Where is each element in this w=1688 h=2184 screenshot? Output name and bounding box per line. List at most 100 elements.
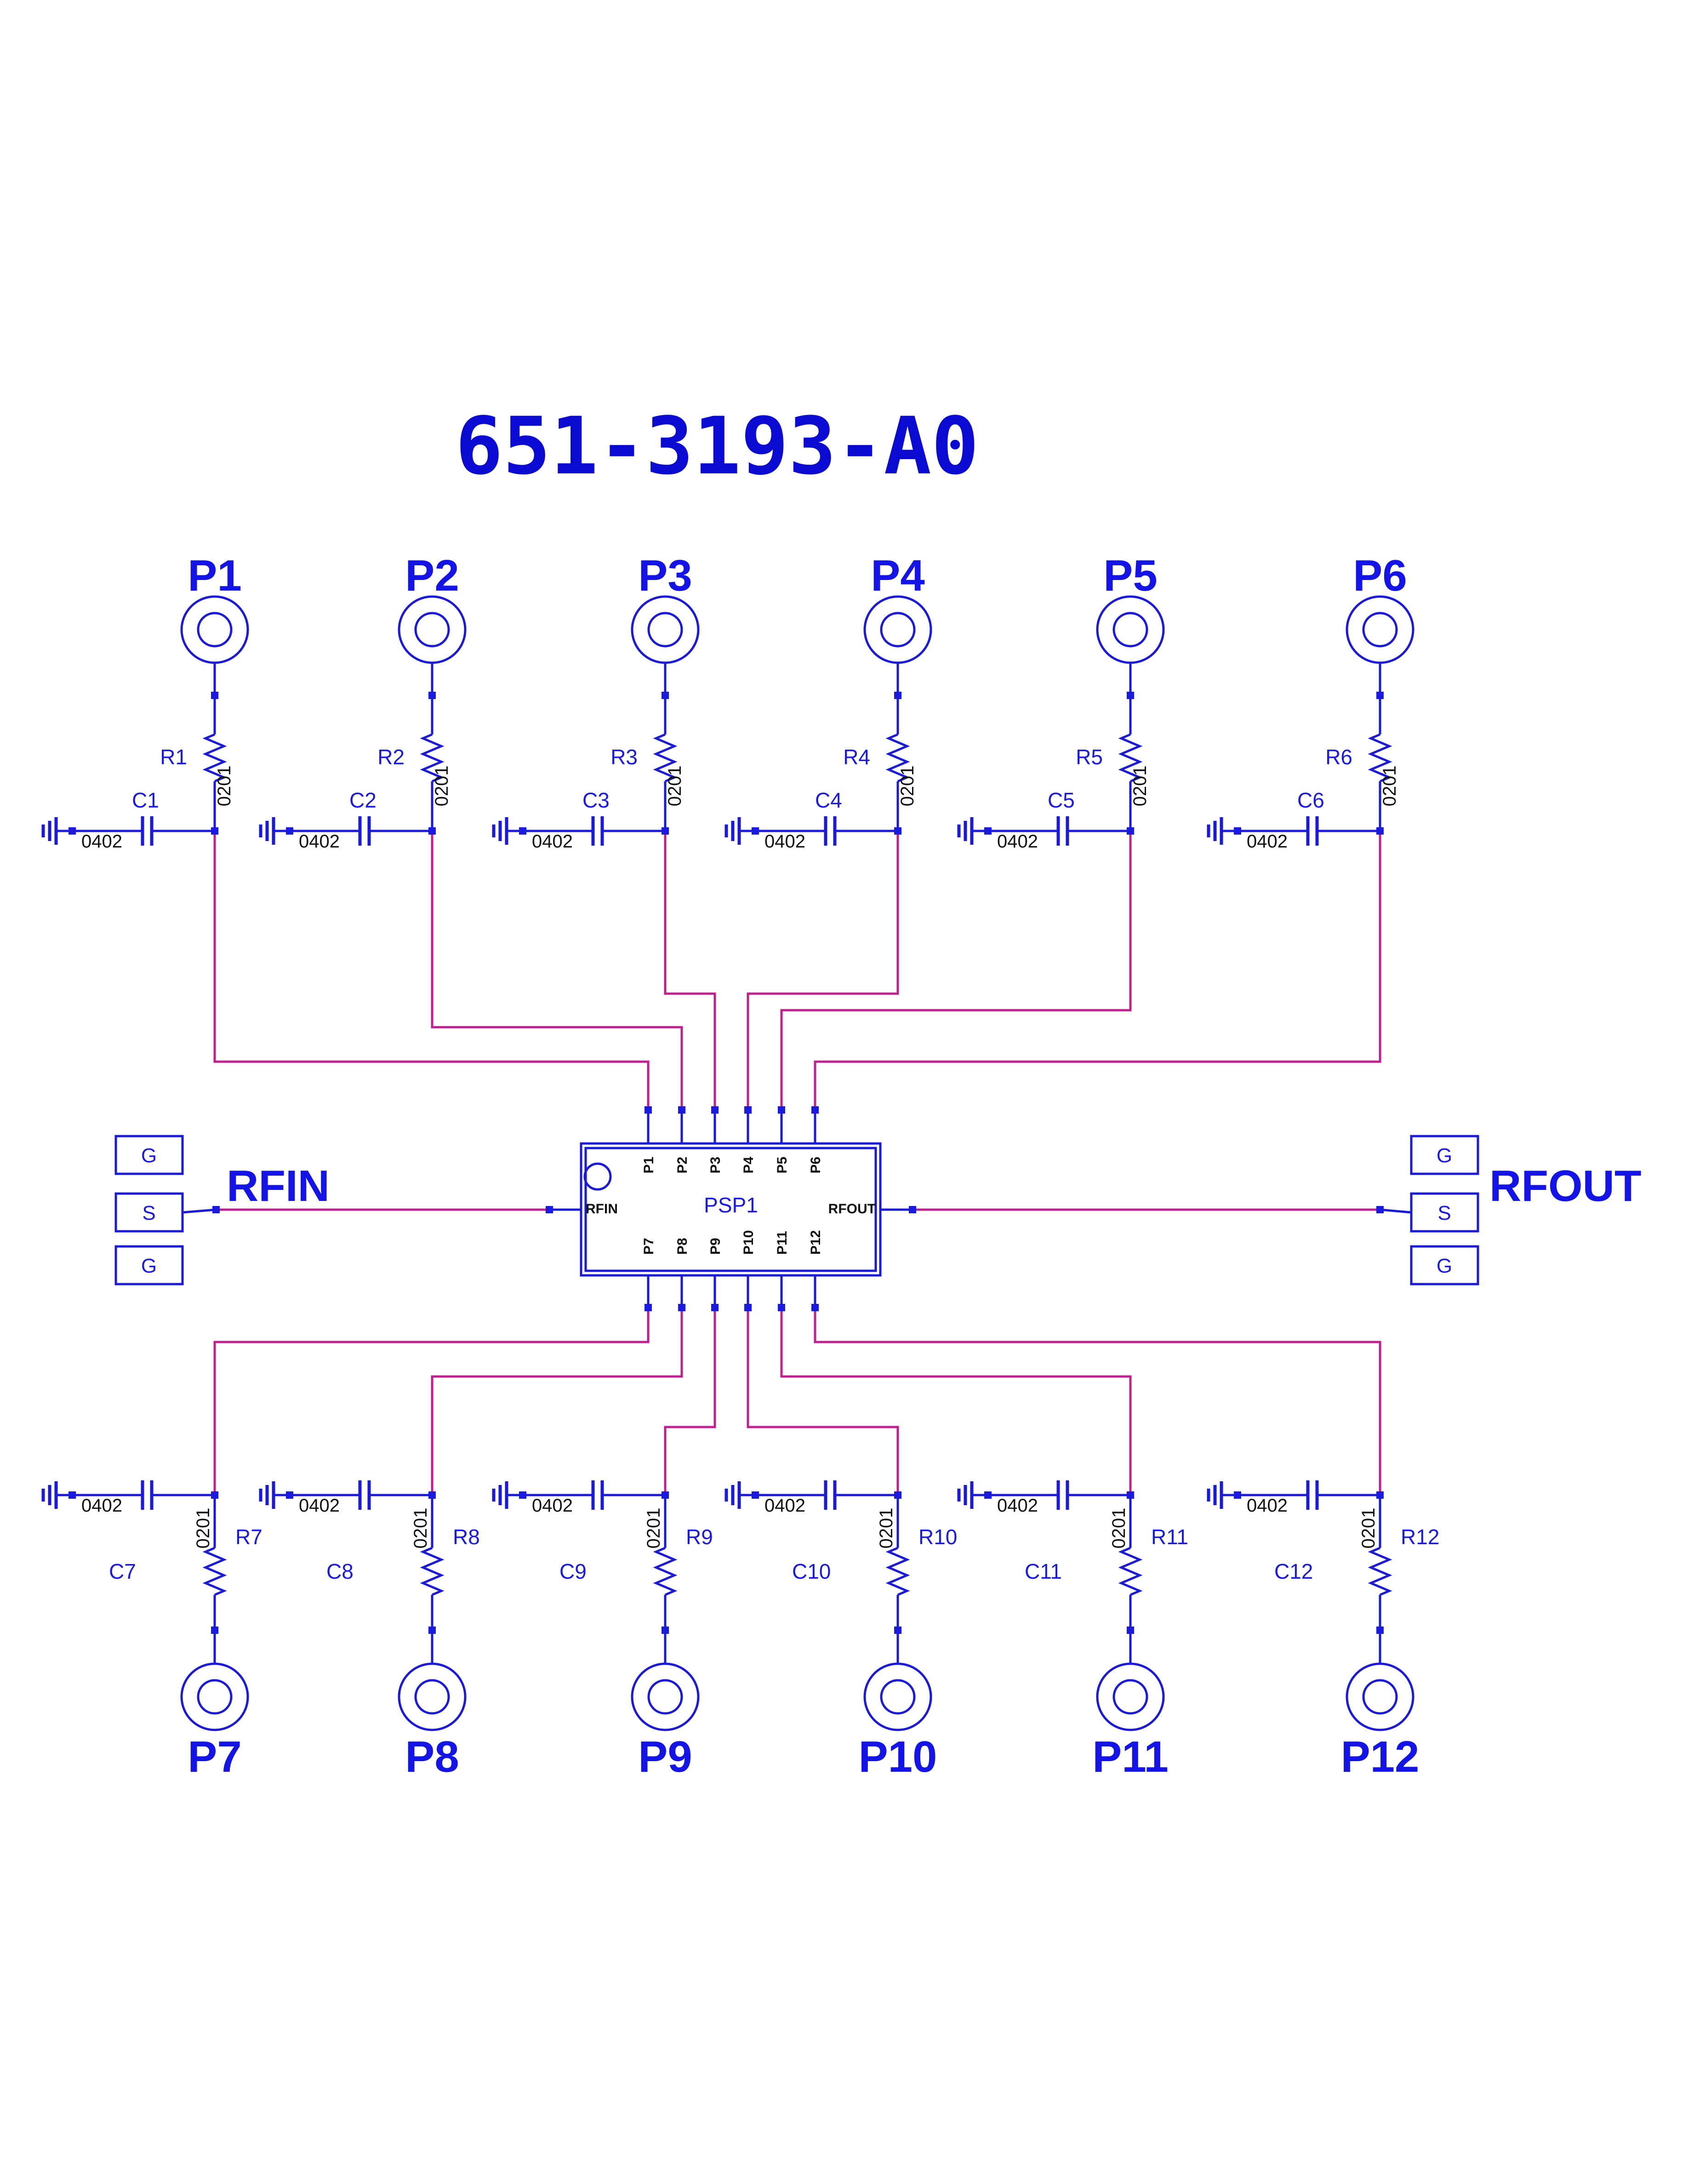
connector-outer-icon: [863, 595, 932, 664]
cap-size-label: 0402: [81, 831, 122, 852]
ground-icon: [1207, 817, 1223, 845]
gsg-pad: [1410, 1245, 1479, 1285]
resistor-icon: [1368, 733, 1392, 783]
connector-inner-icon: [1362, 612, 1398, 648]
gsg-pad: [1410, 1135, 1479, 1175]
cap-ref-label: C7: [109, 1559, 136, 1583]
ic-rfout-dot: [909, 1206, 916, 1213]
wire-p2: [431, 831, 683, 1110]
resistor-ref-label: R8: [453, 1525, 480, 1549]
cap-size-label: 0402: [532, 831, 573, 852]
ic-bottom-pin-dot: [778, 1304, 785, 1311]
ic-bottom-pin-label: P8: [675, 1238, 690, 1255]
connector-outer-icon: [1346, 595, 1414, 664]
ic-top-pin-label: P4: [741, 1156, 756, 1173]
ic-top-pin-dot: [811, 1106, 819, 1114]
ic-top-pin-dot: [678, 1106, 685, 1114]
resistor-ref-label: R5: [1076, 745, 1103, 769]
ic-bottom-pin-dot: [644, 1304, 652, 1311]
ic-top-pin-label: P5: [775, 1157, 790, 1174]
resistor-size-label: 0201: [665, 766, 685, 807]
cap-size-label: 0402: [764, 1496, 805, 1516]
cap-ref-label: C9: [559, 1559, 587, 1583]
ic-bottom-pin-label: P10: [741, 1230, 756, 1255]
wire-p1: [213, 831, 650, 1110]
cap-size-label: 0402: [299, 831, 340, 852]
ic-ref-label: PSP1: [704, 1193, 758, 1217]
cap-ref-label: C3: [582, 788, 610, 812]
gsg-pad-label: G: [141, 1255, 157, 1277]
ground-icon: [1207, 1481, 1223, 1509]
connector-inner-icon: [647, 1679, 683, 1715]
ic-rfin-dot: [546, 1206, 553, 1213]
ic-top-pin-dot: [711, 1106, 719, 1114]
wire-p9: [664, 1308, 716, 1495]
connector-inner-icon: [880, 612, 916, 648]
resistor-icon: [885, 733, 910, 783]
resistor-ref-label: R1: [160, 745, 187, 769]
gsg-pad-label: S: [1437, 1202, 1451, 1224]
rfin-pad-lead: [182, 1208, 217, 1214]
resistor-ref-label: R4: [843, 745, 870, 769]
connector-outer-icon: [398, 595, 467, 664]
ic-bottom-pin-label: P7: [641, 1238, 656, 1255]
resistor-ref-label: R2: [377, 745, 405, 769]
resistor-icon: [420, 733, 445, 783]
cap-size-label: 0402: [1247, 831, 1288, 852]
port-label: P12: [1341, 1732, 1420, 1781]
net-wires: [213, 831, 1381, 1495]
ground-icon: [41, 817, 58, 845]
ic-top-pin-label: P6: [808, 1157, 823, 1174]
resistor-icon: [653, 1547, 678, 1596]
resistor-icon: [1118, 733, 1143, 783]
ic-top-pin-dot: [744, 1106, 752, 1114]
ground-icon: [957, 817, 974, 845]
resistor-icon: [202, 733, 227, 783]
port-label: P5: [1103, 551, 1157, 600]
connector-inner-icon: [197, 1679, 233, 1715]
port-label: P8: [405, 1732, 459, 1781]
resistor-icon: [420, 1547, 445, 1596]
rfin-label: RFIN: [227, 1161, 330, 1211]
wire-p5: [780, 831, 1132, 1110]
gsg-pad-label: G: [141, 1144, 157, 1167]
connector-outer-icon: [1346, 1662, 1414, 1731]
resistor-size-label: 0201: [432, 766, 452, 807]
ic-top-pin-label: P2: [675, 1157, 690, 1174]
resistor-icon: [1368, 1547, 1392, 1596]
resistor-size-label: 0201: [876, 1508, 896, 1549]
resistor-size-label: 0201: [1130, 766, 1150, 807]
connector-outer-icon: [180, 1662, 249, 1731]
cap-size-label: 0402: [997, 831, 1038, 852]
ic-top-pin-label: P1: [641, 1157, 656, 1174]
ground-icon: [259, 817, 275, 845]
resistor-size-label: 0201: [411, 1508, 431, 1549]
port-label: P11: [1092, 1732, 1169, 1781]
cap-ref-label: C12: [1274, 1559, 1313, 1583]
cap-size-label: 0402: [81, 1496, 122, 1516]
cap-size-label: 0402: [764, 831, 805, 852]
cap-size-label: 0402: [532, 1496, 573, 1516]
resistor-ref-label: R7: [235, 1525, 262, 1549]
resistor-ref-label: R10: [918, 1525, 957, 1549]
resistor-size-label: 0201: [193, 1508, 213, 1549]
connector-outer-icon: [631, 1662, 700, 1731]
gsg-pad-label: G: [1437, 1255, 1452, 1277]
connector-outer-icon: [180, 595, 249, 664]
resistor-size-label: 0201: [644, 1508, 664, 1549]
ground-icon: [259, 1481, 275, 1509]
rfout-gsg-pads: GSG: [1410, 1135, 1479, 1285]
ic-bottom-pin-dot: [678, 1304, 685, 1311]
gsg-pad: [114, 1245, 184, 1285]
port-label: P4: [871, 551, 924, 600]
resistor-icon: [885, 1547, 910, 1596]
wire-p6: [814, 831, 1381, 1110]
